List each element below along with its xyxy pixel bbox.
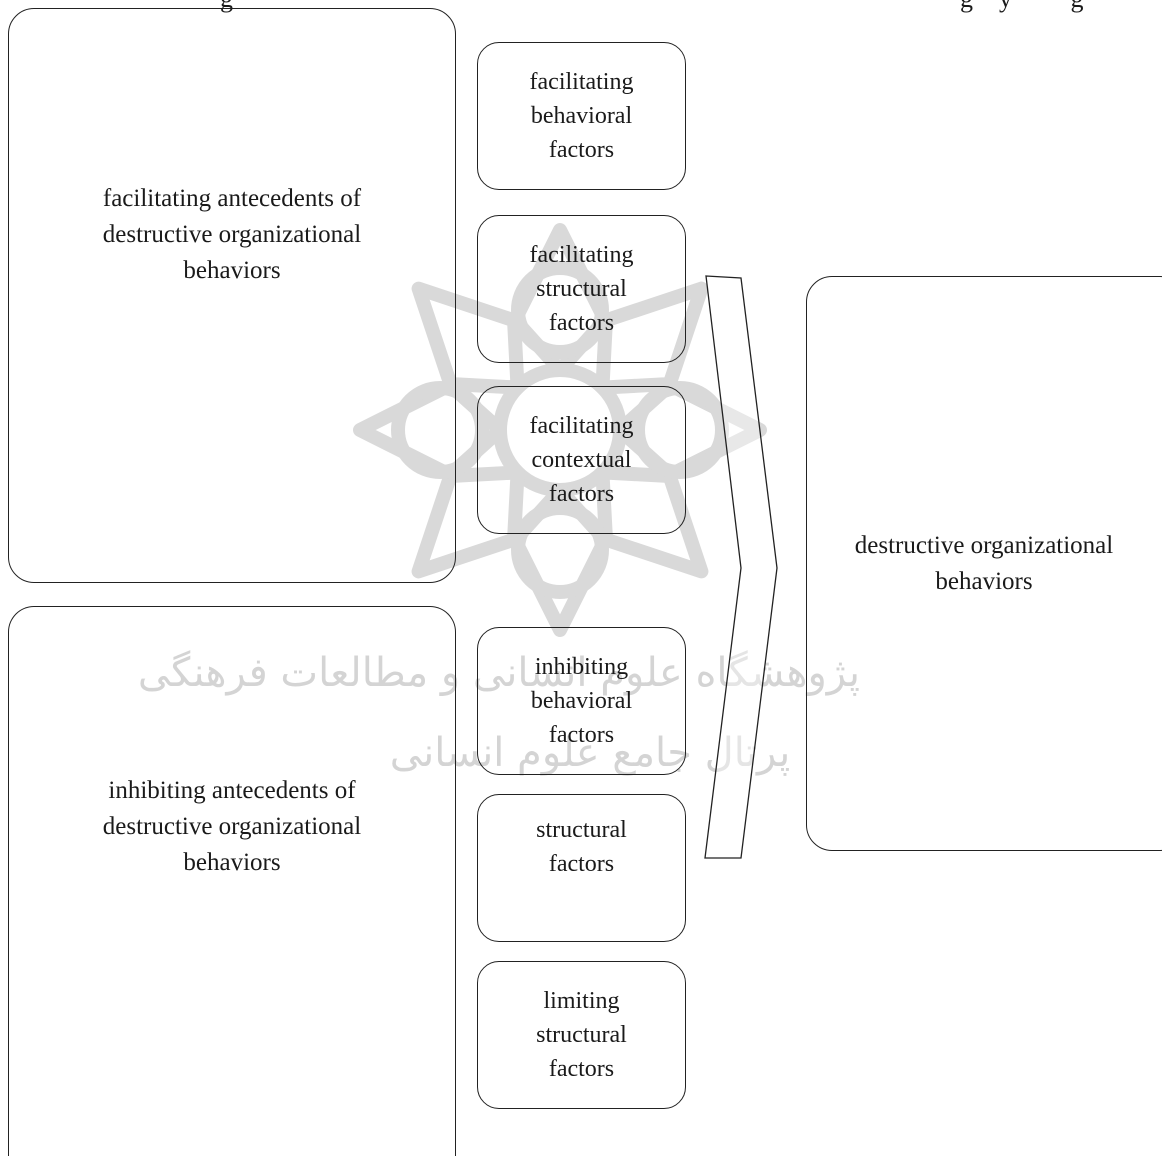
facilitating-antecedents-box: facilitating antecedents of destructive … — [8, 8, 456, 583]
factor-label: facilitating contextual factors — [529, 413, 634, 507]
inhibiting-antecedents-box: inhibiting antecedents of destructive or… — [8, 606, 456, 1156]
factor-box-facilitating-behavioral: facilitating behavioral factors — [477, 42, 686, 190]
factor-box-inhibiting-behavioral: inhibiting behavioral factors — [477, 627, 686, 775]
factor-label: inhibiting behavioral factors — [530, 654, 633, 748]
caption-fragment-right: g y g — [960, 0, 1084, 14]
factor-box-facilitating-contextual: facilitating contextual factors — [477, 386, 686, 534]
factor-label: facilitating structural factors — [529, 242, 634, 336]
facilitating-antecedents-label: facilitating antecedents of destructive … — [102, 185, 362, 284]
caption-fragment-left: g — [220, 0, 233, 14]
factor-box-structural: structural factors — [477, 794, 686, 942]
factor-label: facilitating behavioral factors — [529, 69, 634, 163]
factor-label: limiting structural factors — [536, 988, 627, 1082]
factor-label: structural factors — [536, 817, 627, 877]
factor-box-limiting-structural: limiting structural factors — [477, 961, 686, 1109]
destructive-behaviors-label: destructive organizational behaviors — [854, 531, 1114, 595]
inhibiting-antecedents-label: inhibiting antecedents of destructive or… — [102, 777, 362, 876]
destructive-behaviors-box: destructive organizational behaviors — [806, 276, 1162, 851]
factor-box-facilitating-structural: facilitating structural factors — [477, 215, 686, 363]
